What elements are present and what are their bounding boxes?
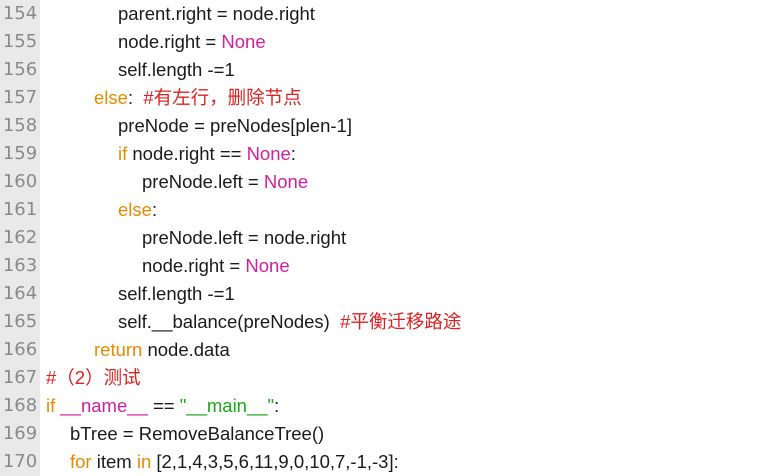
code-text: : — [127, 87, 144, 108]
code-line: 160 preNode.left = None — [0, 168, 765, 196]
line-number: 169 — [2, 423, 38, 444]
code-content: preNode.left = node.right — [142, 224, 346, 252]
code-line: 165 self.__balance(preNodes) #平衡迁移路途 — [0, 308, 765, 336]
code-content: parent.right = node.right — [118, 0, 315, 28]
keyword-token: in — [136, 451, 152, 472]
code-line: 155 node.right = None — [0, 28, 765, 56]
line-number: 156 — [2, 59, 38, 80]
code-content: self.__balance(preNodes) #平衡迁移路途 — [118, 308, 461, 336]
comment-token: #平衡迁移路途 — [340, 311, 462, 332]
code-text: self.length -=1 — [118, 59, 235, 80]
code-content: else: #有左行，删除节点 — [94, 84, 302, 112]
code-line: 166 return node.data — [0, 336, 765, 364]
code-text: preNode.left = — [142, 171, 264, 192]
line-number: 157 — [2, 87, 38, 108]
string-token: "__main__" — [179, 395, 275, 416]
code-line: 161 else: — [0, 196, 765, 224]
comment-token: #（2）测试 — [46, 367, 141, 388]
code-content: preNode = preNodes[plen-1] — [118, 112, 352, 140]
code-line: 164 self.length -=1 — [0, 280, 765, 308]
code-content: if node.right == None: — [118, 140, 296, 168]
code-text: node.right = — [142, 255, 246, 276]
code-content: self.length -=1 — [118, 56, 235, 84]
code-content: if __name__ == "__main__": — [46, 392, 279, 420]
line-number: 161 — [2, 199, 38, 220]
keyword-token: if — [118, 143, 128, 164]
code-text: self.__balance(preNodes) — [118, 311, 341, 332]
constant-token: None — [246, 143, 291, 164]
code-content: node.right = None — [118, 28, 266, 56]
constant-token: None — [245, 255, 290, 276]
line-number: 163 — [2, 255, 38, 276]
code-text: [2,1,4,3,5,6,11,9,0,10,7,-1,-3]: — [151, 451, 399, 472]
code-line: 167 #（2）测试 — [0, 364, 765, 392]
keyword-token: return — [94, 339, 143, 360]
code-content: return node.data — [94, 336, 230, 364]
comment-token: #有左行，删除节点 — [143, 87, 302, 108]
keyword-token: for — [70, 451, 92, 472]
line-number: 155 — [2, 31, 38, 52]
constant-token: None — [221, 31, 266, 52]
line-number: 162 — [2, 227, 38, 248]
line-number: 164 — [2, 283, 38, 304]
code-text: : — [151, 199, 158, 220]
code-text: preNode.left = node.right — [142, 227, 347, 248]
code-line: 170 for item in [2,1,4,3,5,6,11,9,0,10,7,… — [0, 448, 765, 476]
code-text: preNode = preNodes[plen-1] — [118, 115, 352, 136]
code-content: preNode.left = None — [142, 168, 308, 196]
code-line: 154 parent.right = node.right — [0, 0, 765, 28]
keyword-token: else — [118, 199, 152, 220]
code-line: 169 bTree = RemoveBalanceTree() — [0, 420, 765, 448]
line-number: 168 — [2, 395, 38, 416]
code-text: bTree = RemoveBalanceTree() — [70, 423, 325, 444]
code-text: node.right == — [127, 143, 247, 164]
code-line: 159 if node.right == None: — [0, 140, 765, 168]
line-number: 158 — [2, 115, 38, 136]
code-text: parent.right = node.right — [118, 3, 315, 24]
code-text: : — [290, 143, 296, 164]
code-text: node.data — [142, 339, 230, 360]
code-line: 158 preNode = preNodes[plen-1] — [0, 112, 765, 140]
code-content: node.right = None — [142, 252, 290, 280]
line-number: 165 — [2, 311, 38, 332]
line-number-gutter — [0, 0, 40, 476]
line-number: 166 — [2, 339, 38, 360]
code-text: item — [91, 451, 137, 472]
code-content: for item in [2,1,4,3,5,6,11,9,0,10,7,-1,… — [70, 448, 399, 476]
constant-token: None — [263, 171, 309, 192]
code-text: == — [147, 395, 180, 416]
code-text: : — [274, 395, 280, 416]
code-content: #（2）测试 — [46, 364, 141, 392]
keyword-token: if — [46, 395, 56, 416]
line-number: 170 — [2, 451, 38, 472]
line-number: 159 — [2, 143, 38, 164]
line-number: 160 — [2, 171, 38, 192]
code-line: 157 else: #有左行，删除节点 — [0, 84, 765, 112]
constant-token: __name__ — [60, 395, 148, 416]
code-line: 156 self.length -=1 — [0, 56, 765, 84]
code-content: self.length -=1 — [118, 280, 235, 308]
line-number: 167 — [2, 367, 38, 388]
code-text: self.length -=1 — [118, 283, 235, 304]
code-content: bTree = RemoveBalanceTree() — [70, 420, 324, 448]
code-content: else: — [118, 196, 157, 224]
code-line: 162 preNode.left = node.right — [0, 224, 765, 252]
line-number: 154 — [2, 3, 38, 24]
code-line: 163 node.right = None — [0, 252, 765, 280]
keyword-token: else — [94, 87, 128, 108]
code-line: 168 if __name__ == "__main__": — [0, 392, 765, 420]
code-text: node.right = — [118, 31, 222, 52]
